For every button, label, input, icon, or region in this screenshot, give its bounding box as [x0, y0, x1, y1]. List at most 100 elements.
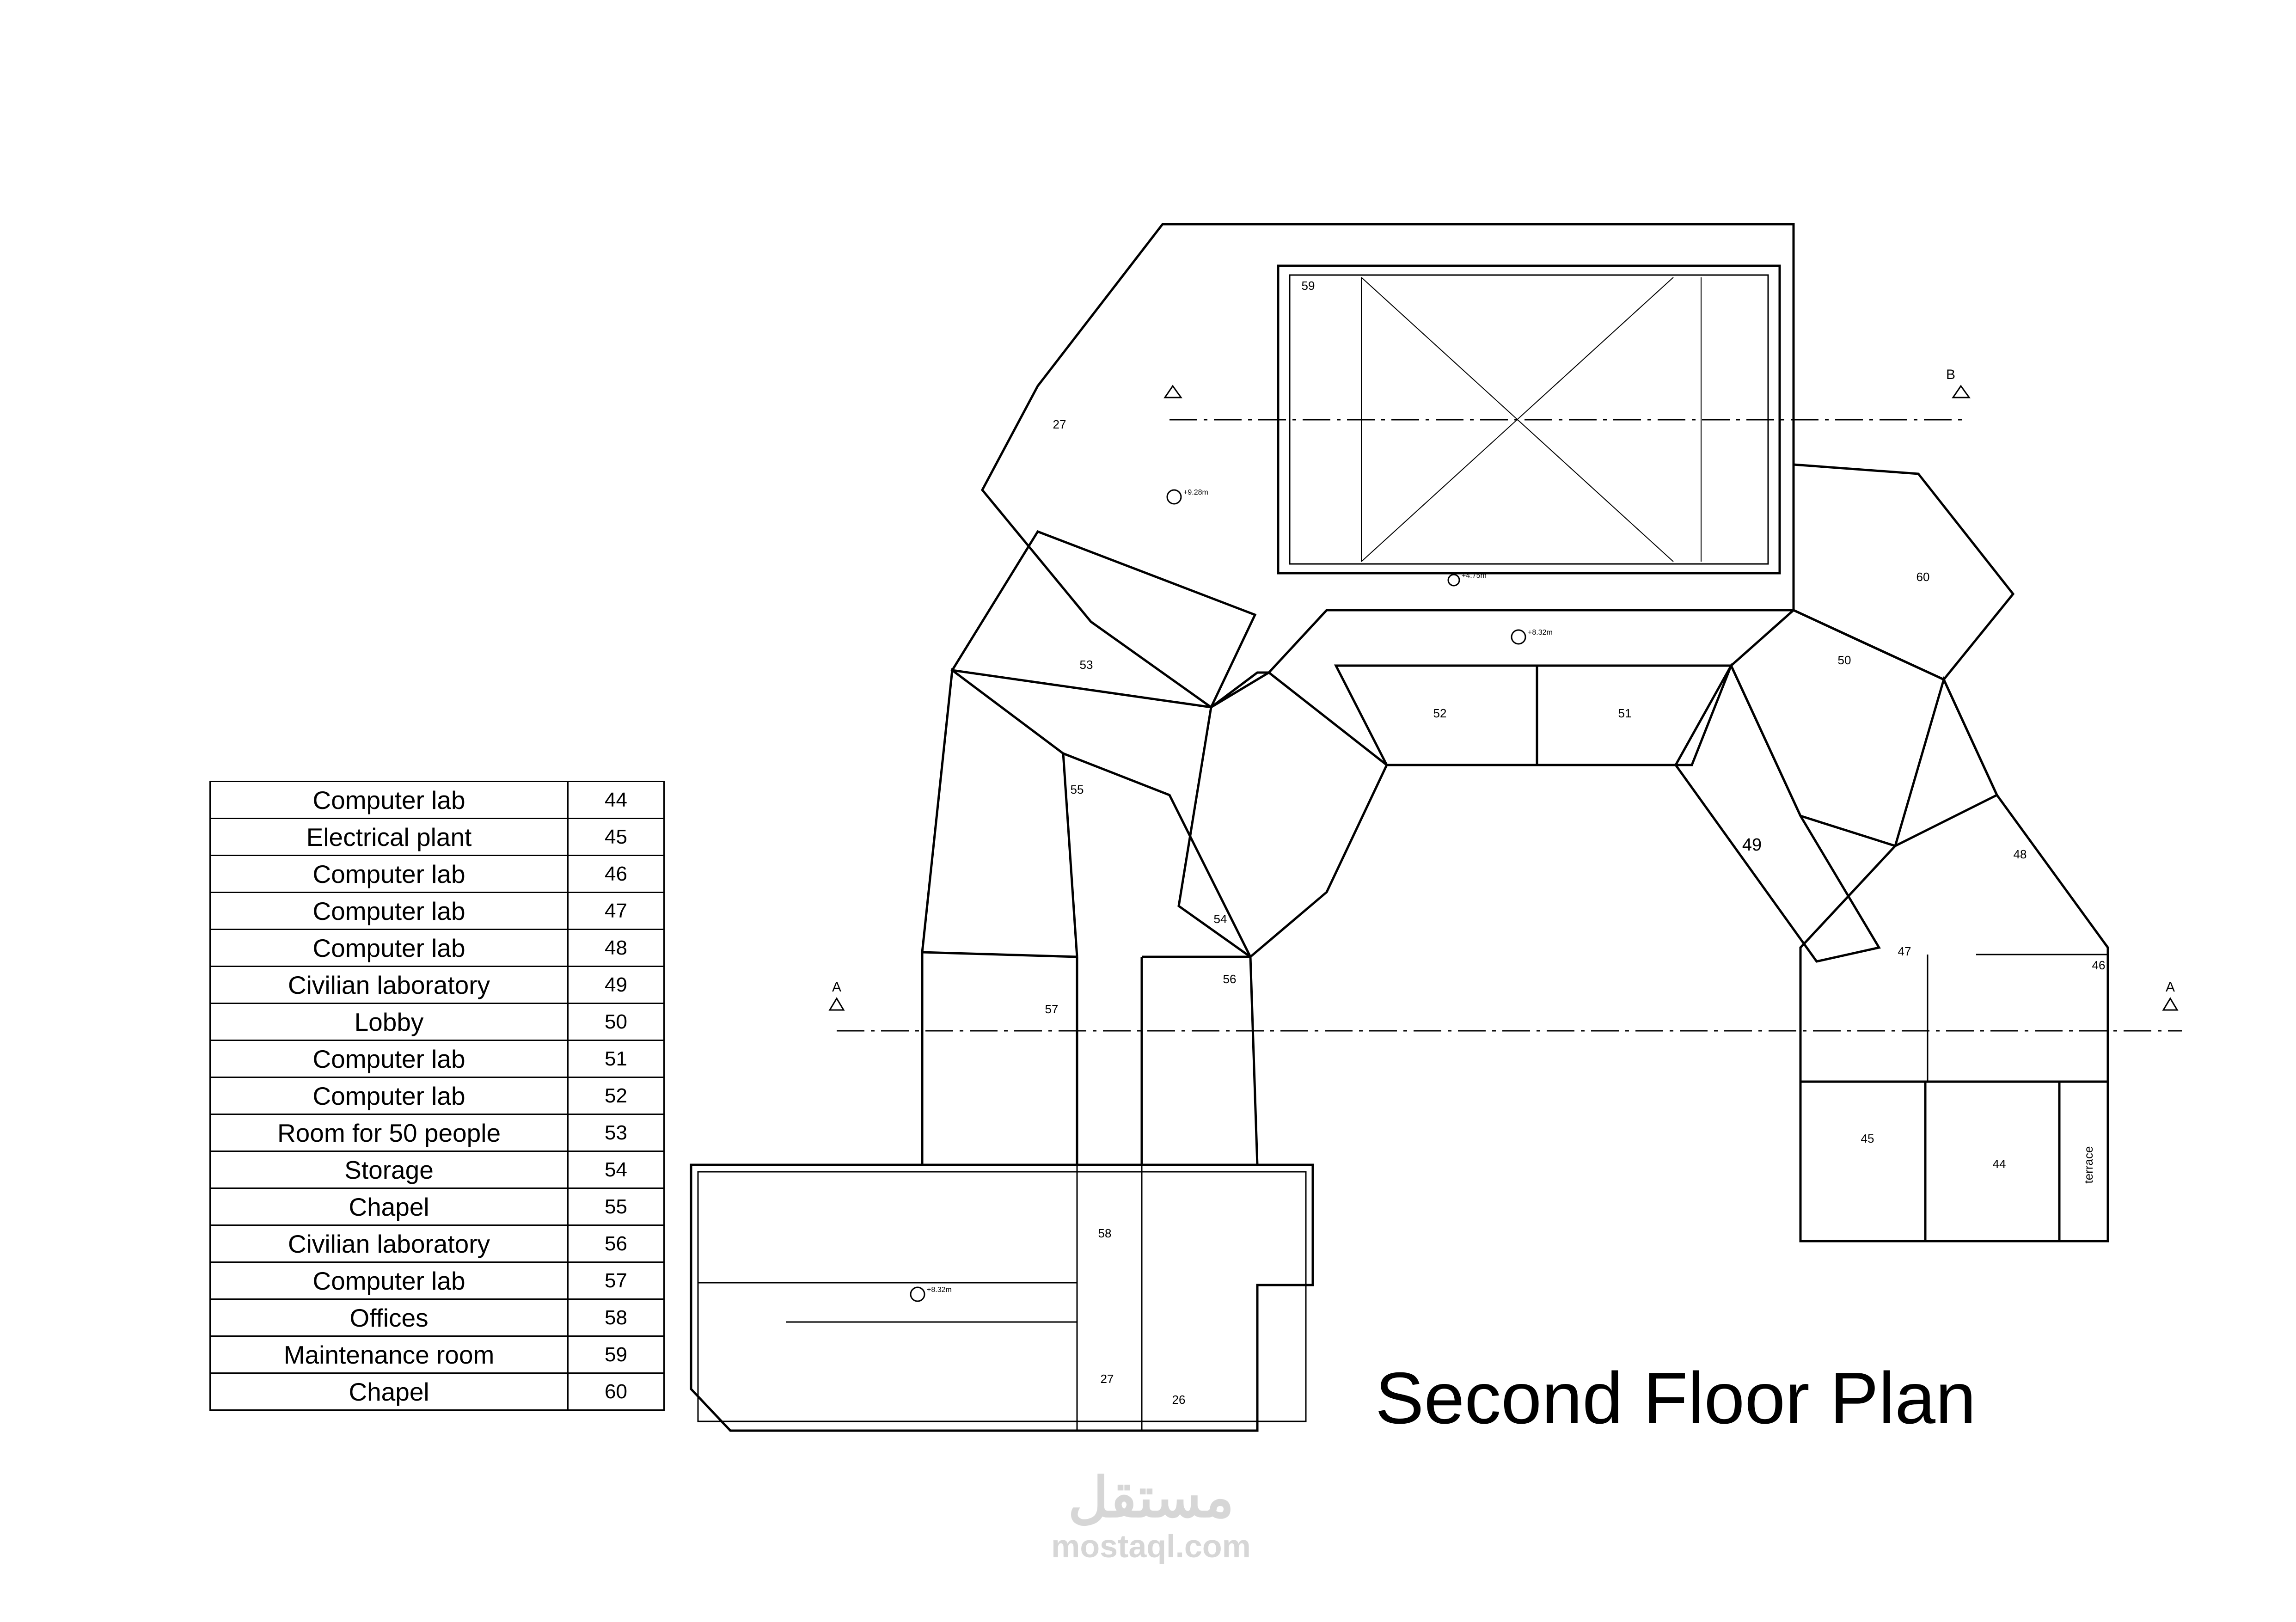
room-label-58: 58 — [1098, 1226, 1112, 1240]
left-core-block — [1177, 671, 1389, 959]
right-core-block — [1729, 609, 1999, 847]
room-label-26: 26 — [1172, 1393, 1186, 1407]
legend-room-number: 44 — [567, 781, 665, 819]
room-label-55: 55 — [1071, 783, 1084, 796]
legend-room-name: Computer lab — [209, 929, 569, 967]
room-label-50: 50 — [1838, 653, 1851, 667]
offices-block — [690, 1163, 1314, 1432]
room-label-47: 47 — [1898, 944, 1911, 958]
room-labels: 59 60 53 52 51 50 55 49 54 56 57 48 47 4… — [1045, 279, 2106, 1407]
room-60-block — [1792, 463, 2015, 681]
legend-room-name: Computer lab — [209, 1261, 569, 1300]
room-label-59: 59 — [1302, 279, 1315, 293]
legend-room-number: 51 — [567, 1040, 665, 1078]
room-label-51: 51 — [1618, 706, 1632, 720]
section-marker-label: B — [1946, 367, 1955, 382]
legend-room-name: Civilian laboratory — [209, 966, 569, 1004]
legend-room-number: 59 — [567, 1335, 665, 1374]
legend-room-number: 50 — [567, 1003, 665, 1041]
legend-room-number: 48 — [567, 929, 665, 967]
legend-room-number: 45 — [567, 818, 665, 856]
room-49-block — [1674, 663, 1881, 963]
section-marker-b-left — [1163, 385, 1182, 398]
legend-room-name: Offices — [209, 1298, 569, 1337]
watermark-arabic: مستقل — [1068, 1467, 1234, 1529]
section-marker-b-right — [1952, 385, 1971, 398]
room-label-27: 27 — [1101, 1372, 1114, 1386]
legend-room-name: Chapel — [209, 1372, 569, 1411]
room-53-block — [950, 530, 1257, 709]
legend-room-name: Chapel — [209, 1187, 569, 1226]
legend-room-number: 53 — [567, 1114, 665, 1152]
section-marker-label: A — [2166, 979, 2175, 995]
level-marker: +8.32m — [1511, 629, 1553, 645]
room-label-terrace: terrace — [2082, 1146, 2095, 1184]
section-marker-a-left — [828, 997, 845, 1011]
section-marker-label: A — [832, 979, 841, 995]
legend-room-number: 56 — [567, 1224, 665, 1263]
level-marker: +9.28m — [1166, 489, 1208, 505]
room-label-27: 27 — [1053, 417, 1066, 431]
room-label-60: 60 — [1916, 570, 1930, 584]
legend-room-name: Computer lab — [209, 855, 569, 893]
section-lines — [837, 419, 2182, 1032]
legend-room-name: Civilian laboratory — [209, 1224, 569, 1263]
svg-text:+8.32m: +8.32m — [927, 1286, 952, 1294]
left-arm-block — [921, 668, 1259, 1166]
level-marker: +8.32m — [910, 1286, 952, 1302]
svg-text:+9.28m: +9.28m — [1183, 489, 1208, 496]
level-marker: +4.75m — [1447, 572, 1487, 587]
legend-room-number: 54 — [567, 1151, 665, 1189]
watermark-logo: مستقل mostaql.com — [1008, 1468, 1294, 1565]
legend-room-number: 60 — [567, 1372, 665, 1411]
legend-room-name: Computer lab — [209, 1040, 569, 1078]
legend-room-name: Computer lab — [209, 892, 569, 930]
room-label-54: 54 — [1214, 912, 1227, 926]
room-label-49: 49 — [1742, 835, 1762, 855]
page-title: Second Floor Plan — [1375, 1358, 1976, 1439]
room-label-52: 52 — [1433, 706, 1447, 720]
legend-room-number: 57 — [567, 1261, 665, 1300]
rooms-45-44-block — [1799, 1080, 2109, 1243]
legend-room-number: 47 — [567, 892, 665, 930]
room-label-46: 46 — [2092, 958, 2106, 972]
building-outline — [690, 223, 2109, 1432]
room-label-44: 44 — [1993, 1157, 2006, 1171]
room-label-56: 56 — [1223, 972, 1237, 986]
right-arm-block — [1799, 676, 2109, 1083]
legend-room-number: 49 — [567, 966, 665, 1004]
legend-room-name: Lobby — [209, 1003, 569, 1041]
svg-text:+4.75m: +4.75m — [1462, 572, 1487, 580]
legend-room-number: 52 — [567, 1077, 665, 1115]
legend-room-number: 55 — [567, 1187, 665, 1226]
room-label-48: 48 — [2014, 847, 2027, 861]
legend-room-name: Electrical plant — [209, 818, 569, 856]
legend-room-name: Computer lab — [209, 1077, 569, 1115]
legend-room-number: 46 — [567, 855, 665, 893]
legend-room-name: Room for 50 people — [209, 1114, 569, 1152]
room-label-53: 53 — [1080, 658, 1093, 672]
legend-room-name: Maintenance room — [209, 1335, 569, 1374]
legend-room-number: 58 — [567, 1298, 665, 1337]
watermark-latin: mostaql.com — [1051, 1528, 1251, 1564]
legend-room-name: Computer lab — [209, 781, 569, 819]
room-label-45: 45 — [1861, 1132, 1874, 1145]
rooms-52-51-block — [1334, 664, 1733, 766]
auditorium-wing-outline — [981, 223, 1795, 709]
